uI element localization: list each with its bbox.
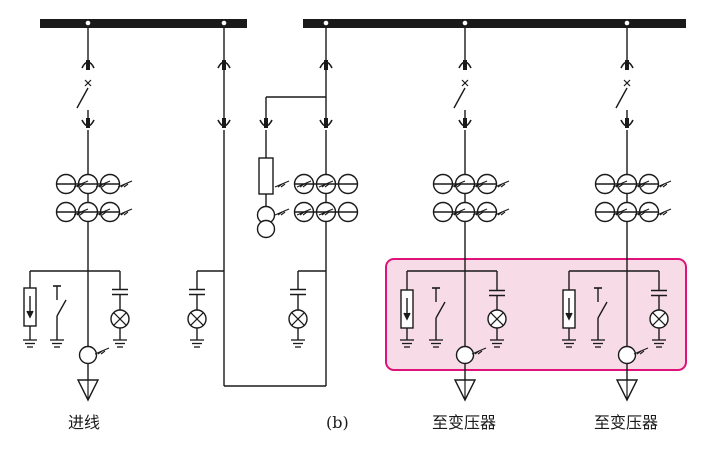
- bus-coupler: [187, 28, 327, 387]
- feeder-incoming: [22, 28, 133, 401]
- busbar-left: [40, 19, 247, 28]
- label-to-transformer-2: 至变压器: [594, 413, 658, 432]
- feeder-transformer-1: [399, 28, 510, 401]
- busbar-connection-dots: [85, 20, 630, 26]
- pt-riser: [256, 28, 359, 239]
- label-to-transformer-1: 至变压器: [432, 413, 496, 432]
- feeder-transformer-2: [561, 28, 672, 401]
- highlight-box: [385, 258, 687, 371]
- label-figure-tag: (b): [326, 413, 349, 432]
- busbar-right: [303, 19, 686, 28]
- label-incoming: 进线: [68, 413, 100, 432]
